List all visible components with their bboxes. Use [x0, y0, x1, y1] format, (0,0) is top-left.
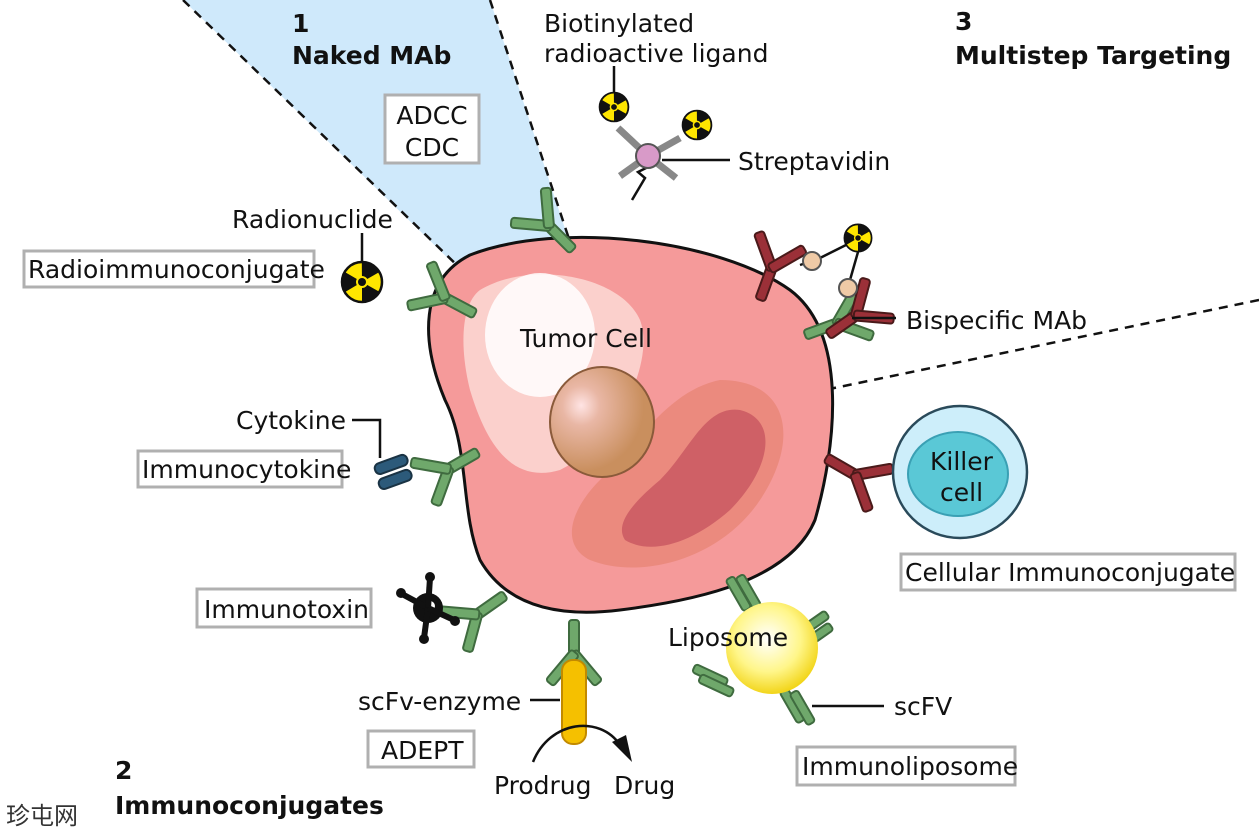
radiation-icon	[839, 223, 873, 256]
bispecific-link-b	[819, 242, 849, 260]
killer-label-line1: Killer	[930, 447, 994, 476]
adcc-cdc-box	[383, 93, 481, 165]
radiation-icon	[594, 91, 630, 126]
liposome-label: Liposome	[668, 623, 788, 652]
biotin-label-line1: Biotinylated	[544, 9, 694, 38]
streptavidin-label: Streptavidin	[738, 147, 890, 176]
section-3-number: 3	[955, 7, 972, 36]
immunotoxin-box	[195, 587, 373, 629]
drug-label: Drug	[614, 771, 675, 800]
killer-cell-nucleus	[907, 431, 1009, 517]
section-2-number: 2	[115, 756, 132, 785]
section-1-number: 1	[292, 9, 309, 38]
wedge-boundary-right	[488, 0, 574, 249]
immunocytokine-label: Immunocytokine	[142, 455, 351, 484]
tumor-cell-label: Tumor Cell	[519, 324, 652, 353]
tumor-er-inner	[621, 409, 766, 547]
enzyme-capsule	[561, 659, 587, 745]
killer-label-line2: cell	[940, 478, 983, 507]
cellular-immunoconjugate-box	[899, 552, 1237, 592]
radiation-icon	[335, 260, 384, 308]
cdc-label: CDC	[405, 133, 459, 162]
section-2-title: Immunoconjugates	[115, 791, 384, 820]
radionuclide-label: Radionuclide	[232, 205, 393, 234]
cytokine-molecule	[373, 453, 413, 491]
cytokine-label: Cytokine	[236, 406, 346, 435]
section-1-title: Naked MAb	[292, 41, 451, 70]
radioimmunoconjugate-label: Radioimmunoconjugate	[28, 255, 325, 284]
tumor-vacuole	[485, 273, 595, 397]
scfv-label: scFV	[894, 692, 952, 721]
multistep-boundary	[814, 298, 1259, 394]
streptavidin-complex	[615, 125, 682, 181]
radioimmunoconjugate-box	[22, 249, 316, 289]
tumor-nucleus	[549, 366, 655, 478]
bispecific-link-c	[848, 251, 860, 281]
adept-box	[366, 729, 476, 769]
biotin-label-line2: radioactive ligand	[544, 39, 768, 68]
naked-mab-wedge	[183, 0, 572, 270]
cellular-immunoconjugate-label: Cellular Immunoconjugate	[905, 558, 1235, 587]
hapten-1	[802, 251, 822, 271]
adcc-label: ADCC	[396, 101, 467, 130]
immunotoxin-label: Immunotoxin	[204, 595, 369, 624]
toxin-icon	[396, 572, 460, 644]
hapten-2	[838, 278, 858, 298]
streptavidin-linker	[630, 163, 653, 201]
wedge-boundary-left	[182, 0, 463, 271]
liposome	[726, 602, 818, 694]
arrow-icon	[612, 735, 632, 762]
immunoliposome-label: Immunoliposome	[802, 752, 1018, 781]
section-3-title: Multistep Targeting	[955, 41, 1231, 70]
immunoliposome-box	[795, 745, 1017, 787]
scfv-enzyme-label: scFv-enzyme	[358, 687, 521, 716]
immunocytokine-box	[136, 449, 344, 489]
watermark: 珍屯网	[6, 802, 78, 830]
prodrug-arrow	[531, 724, 622, 763]
bispecific-label: Bispecific MAb	[906, 306, 1087, 335]
cytokine-leader	[352, 418, 382, 458]
radiation-icon	[677, 109, 713, 144]
adept-label: ADEPT	[381, 736, 464, 765]
prodrug-label: Prodrug	[494, 771, 592, 800]
